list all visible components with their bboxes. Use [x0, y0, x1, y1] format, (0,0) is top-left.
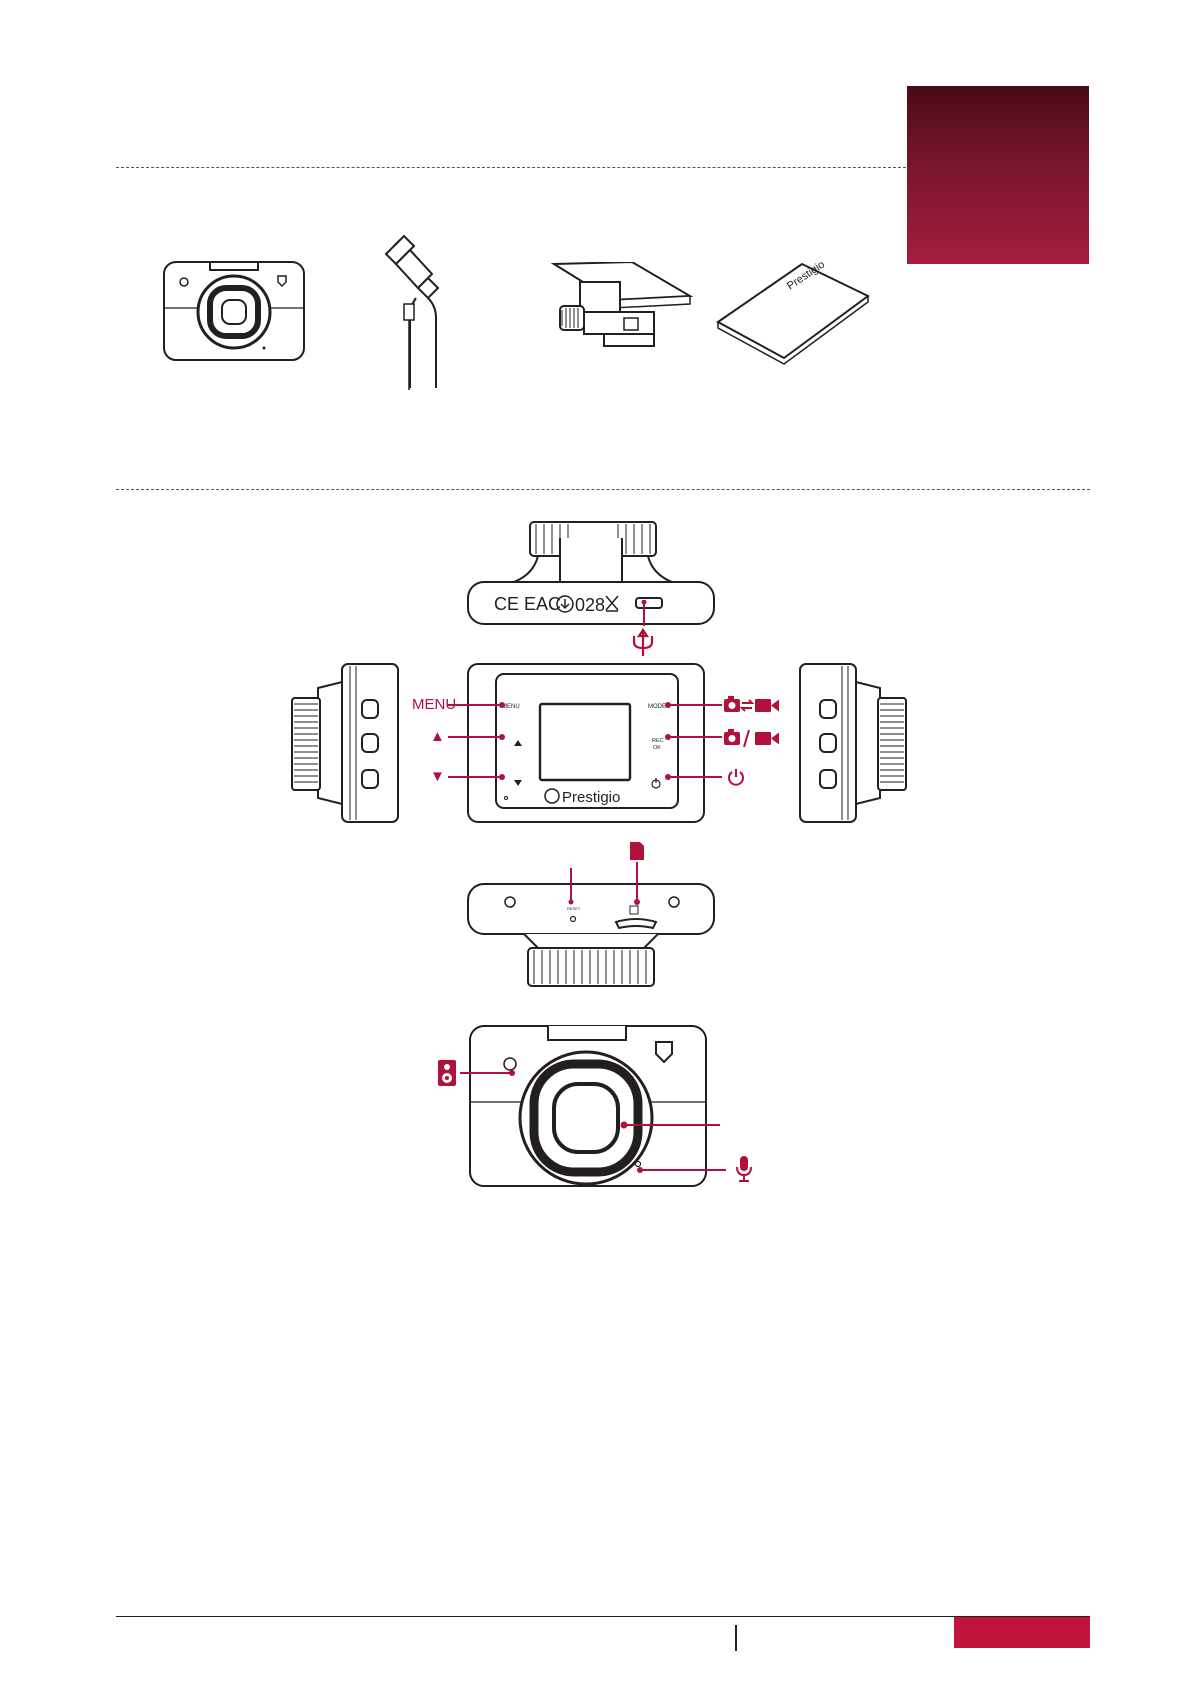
package-manual-illustration: Prestigio — [716, 260, 870, 365]
cert-marks-text: CE EAC — [494, 594, 561, 614]
package-mount-illustration — [550, 262, 694, 347]
power-icon — [728, 769, 744, 786]
microsd-card-icon — [630, 842, 644, 860]
device-reset-label: RESET — [567, 906, 581, 911]
microphone-icon — [736, 1156, 752, 1182]
device-right-side-view — [799, 663, 907, 823]
section-divider-middle — [116, 489, 1090, 490]
mode-callout-line — [665, 702, 722, 708]
device-front-view — [469, 1025, 707, 1187]
section-tab — [907, 86, 1089, 264]
up-callout-line — [448, 734, 505, 740]
cert-code-text: 028 — [575, 595, 605, 615]
section-divider-top — [116, 167, 906, 168]
device-brand-label: Prestigio — [562, 789, 620, 806]
menu-callout-label: MENU — [412, 696, 457, 713]
device-back-view: MENU MODE REC OK Prestigio — [467, 663, 705, 823]
lens-callout-line — [620, 1121, 720, 1129]
camera-video-record-icon — [724, 729, 779, 748]
rec-callout-line — [665, 734, 722, 740]
up-callout-label: ▲ — [430, 728, 445, 745]
package-dashcam-illustration — [163, 261, 305, 361]
power-callout-line — [665, 774, 722, 780]
device-bottom-view: RESET — [467, 883, 715, 987]
reset-callout-line — [568, 868, 574, 905]
speaker-callout-line — [460, 1070, 515, 1076]
device-mode-label: MODE — [648, 704, 666, 710]
usb-port-callout — [641, 600, 647, 626]
device-top-view: CE EAC 028 — [467, 521, 715, 625]
down-callout-line — [448, 774, 505, 780]
device-menu-label: MENU — [502, 704, 520, 710]
device-left-side-view — [291, 663, 399, 823]
menu-callout-line — [448, 702, 505, 708]
device-ok-label: OK — [653, 745, 661, 751]
footer-divider — [735, 1625, 737, 1651]
speaker-icon — [438, 1060, 456, 1086]
camera-video-switch-icon — [724, 696, 779, 712]
package-car-charger-illustration — [384, 234, 440, 390]
device-rec-label: REC — [652, 738, 664, 744]
usb-icon — [632, 628, 654, 656]
down-callout-label: ▼ — [430, 768, 445, 785]
mic-callout-line — [637, 1167, 726, 1173]
footer-rule — [116, 1616, 1090, 1617]
page-number-badge — [954, 1617, 1090, 1648]
microsd-callout-line — [634, 862, 640, 905]
